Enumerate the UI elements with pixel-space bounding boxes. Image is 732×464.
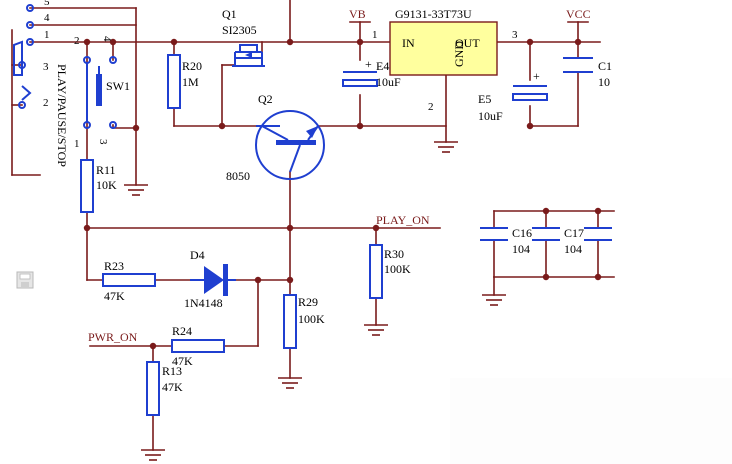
e4-plus: +: [365, 57, 372, 71]
r30-value: 100K: [384, 262, 411, 276]
r24-value: 47K: [172, 354, 193, 368]
u1-pin2: 2: [428, 101, 434, 113]
connector-pin-4: 4: [44, 12, 50, 24]
ground-symbol-r29: [278, 377, 302, 389]
u1-value: G9131-33T73U: [395, 7, 472, 21]
e5-plus: +: [533, 69, 540, 83]
vcc-label: VCC: [566, 7, 591, 21]
u1-pin-gnd: GND: [452, 41, 466, 67]
c16-ref: C16: [512, 226, 532, 240]
u1-pin-out: OUT: [455, 36, 480, 50]
floppy-save-icon[interactable]: [16, 271, 34, 289]
r11-value: 10K: [96, 178, 117, 192]
resistor-r30: R30 100K: [369, 244, 411, 299]
transistor-q2: Q2 8050: [226, 92, 325, 183]
ground-symbol-left: [124, 184, 148, 196]
ground-symbol-bank: [482, 294, 506, 306]
r20-value: 1M: [182, 75, 199, 89]
mosfet-q1: Q1 SI2305: [222, 7, 265, 67]
resistor-r23: R23 47K: [102, 259, 156, 303]
connector-pin-3: 3: [43, 61, 49, 73]
c1-ref: C1: [598, 59, 612, 73]
q1-ref: Q1: [222, 7, 237, 21]
c1-value: 10: [598, 75, 610, 89]
ground-symbol-r13: [141, 449, 165, 461]
sw1-pin-2: 2: [74, 35, 80, 47]
u1-pin3: 3: [512, 29, 518, 41]
e4-ref: E4: [376, 59, 389, 73]
sw1-pin-1: 1: [74, 138, 80, 150]
resistor-r11: R11 10K: [80, 159, 117, 213]
u1-pin1: 1: [372, 29, 378, 41]
resistor-r20: R20 1M: [167, 54, 202, 109]
d4-value: 1N4148: [184, 296, 223, 310]
resistor-r29: R29 100K: [283, 294, 325, 349]
connector-pin-2: 2: [43, 97, 49, 109]
diode-d4: D4 1N4148: [184, 248, 236, 310]
r29-value: 100K: [298, 312, 325, 326]
pwr-on-net: PWR_ON: [88, 330, 138, 344]
r11-ref: R11: [96, 163, 116, 177]
connector-pin-5: 5: [44, 0, 50, 8]
blank-area: [450, 378, 732, 464]
r29-ref: R29: [298, 295, 318, 309]
r13-ref: R13: [162, 364, 182, 378]
wires: [11, 0, 615, 451]
pwr-on-label: PWR_ON: [88, 330, 138, 344]
capacitor-e5: + E5 10uF: [478, 69, 548, 123]
e5-ref: E5: [478, 92, 491, 106]
switch-sw1: 2 4 1 3 SW1 PLAY/PAUSE/STOP: [55, 35, 130, 167]
r13-value: 47K: [162, 380, 183, 394]
q1-value: SI2305: [222, 23, 257, 37]
junction-dots: [83, 38, 602, 350]
u1-pin-in: IN: [402, 36, 415, 50]
vb-net-label: VB: [349, 7, 371, 23]
r30-ref: R30: [384, 247, 404, 261]
c17-value: 104: [564, 242, 582, 256]
q2-ref: Q2: [258, 92, 273, 106]
e4-value: 10uF: [376, 75, 401, 89]
ground-symbol-r30: [364, 324, 388, 336]
capacitor-e4: + E4 10uF: [342, 57, 401, 89]
d4-ref: D4: [190, 248, 205, 262]
resistor-r13: R13 47K: [146, 361, 183, 416]
r23-ref: R23: [104, 259, 124, 273]
c16-value: 104: [512, 242, 530, 256]
r23-value: 47K: [104, 289, 125, 303]
capacitor-c1: C1 10: [563, 57, 612, 89]
vb-label: VB: [349, 7, 366, 21]
sw1-label: PLAY/PAUSE/STOP: [55, 64, 69, 167]
connector-pin-1: 1: [44, 29, 50, 41]
audio-jack-connector: 5 4 1 3 2: [13, 0, 50, 109]
r20-ref: R20: [182, 59, 202, 73]
play-on-net: PLAY_ON: [376, 213, 430, 227]
c17-ref: C17: [564, 226, 584, 240]
regulator-u1: IN OUT GND G9131-33T73U 1 3 2: [372, 7, 518, 113]
sw1-pin-4: 4: [101, 36, 113, 42]
vcc-net-label: VCC: [566, 7, 591, 23]
sw1-pin-3: 3: [97, 139, 109, 145]
resistor-r24: R24 47K: [171, 324, 225, 368]
e5-value: 10uF: [478, 109, 503, 123]
q2-value: 8050: [226, 169, 250, 183]
r24-ref: R24: [172, 324, 192, 338]
ground-symbol-u1: [434, 141, 458, 153]
play-on-label: PLAY_ON: [376, 213, 430, 227]
capacitor-bank: C16 104 C17 104: [480, 226, 612, 256]
sw1-ref: SW1: [106, 79, 130, 93]
